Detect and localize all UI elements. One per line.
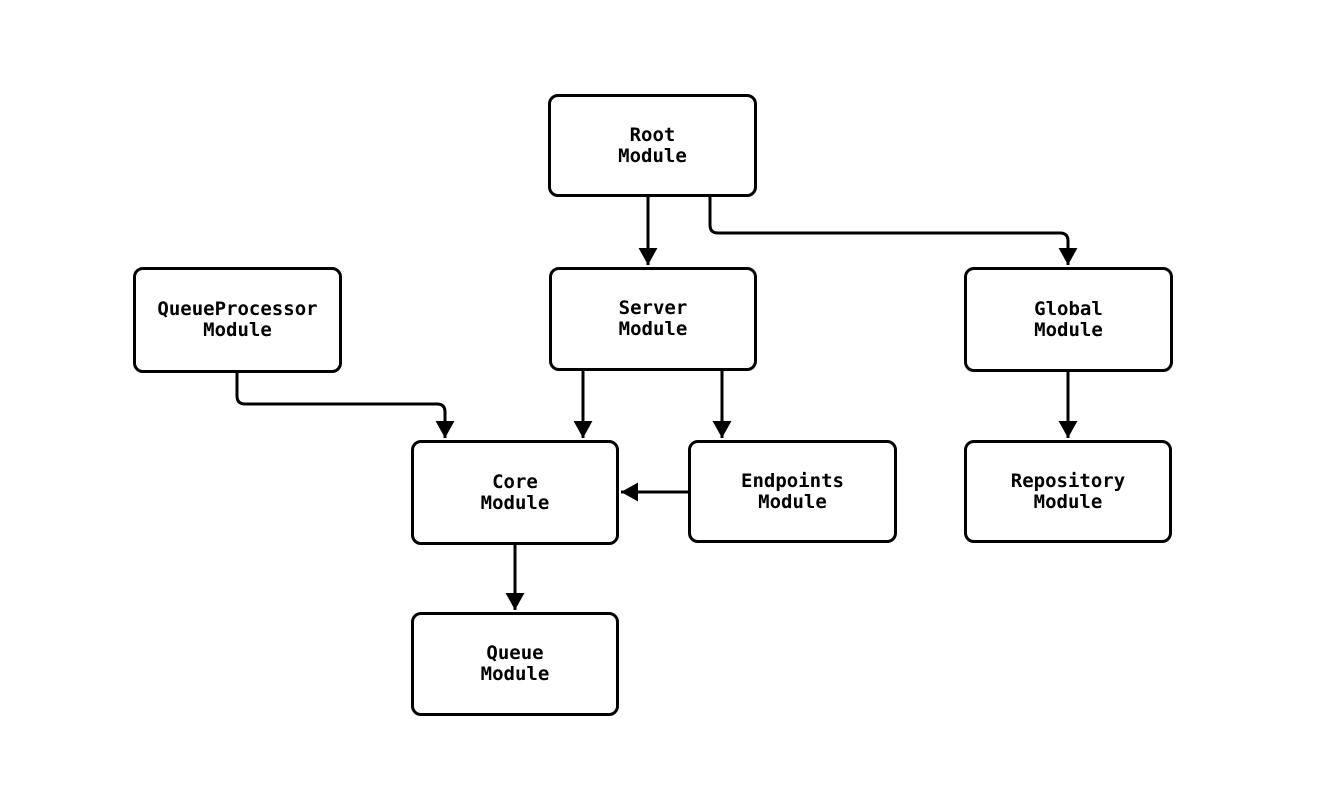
node-endpoints-module: Endpoints Module: [688, 440, 897, 543]
node-label: QueueProcessor Module: [157, 298, 318, 341]
node-queue-processor-module: QueueProcessor Module: [133, 267, 342, 373]
edge-root-to-global: [708, 197, 1078, 265]
node-root-module: Root Module: [548, 94, 757, 197]
node-label: Core Module: [480, 470, 550, 514]
node-core-module: Core Module: [411, 440, 619, 545]
node-repository-module: Repository Module: [964, 440, 1172, 543]
node-global-module: Global Module: [964, 267, 1173, 372]
node-server-module: Server Module: [549, 267, 757, 371]
node-label: Repository Module: [1010, 469, 1126, 513]
node-label: Endpoints Module: [741, 469, 844, 513]
node-label: Server Module: [618, 297, 688, 340]
node-queue-module: Queue Module: [411, 612, 619, 716]
node-label: Queue Module: [480, 642, 550, 685]
node-label: Global Module: [1034, 297, 1103, 341]
node-label: Root Module: [618, 123, 687, 167]
edge-queue-processor-to-core: [235, 373, 455, 438]
